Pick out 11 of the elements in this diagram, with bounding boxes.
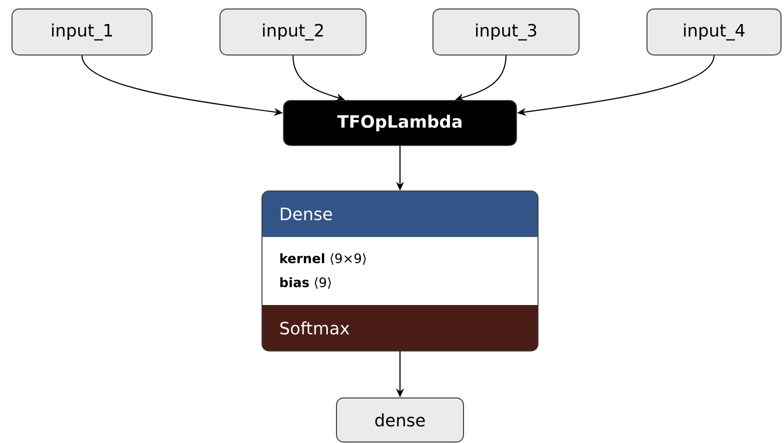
operation-box: TFOpLambda [283,100,517,146]
layer-box [262,190,538,352]
attribute-text: bias ⟨9⟩ [280,277,331,289]
layer-header: Dense [262,191,538,237]
input-box: input_1 [12,8,152,56]
attribute-text: kernel ⟨9×9⟩ [280,253,366,265]
input-box: dense [336,398,464,442]
input-box: input_4 [646,8,782,56]
input-box: input_3 [432,8,580,56]
input-box: input_2 [220,8,366,56]
activation-footer: Softmax [262,305,538,351]
